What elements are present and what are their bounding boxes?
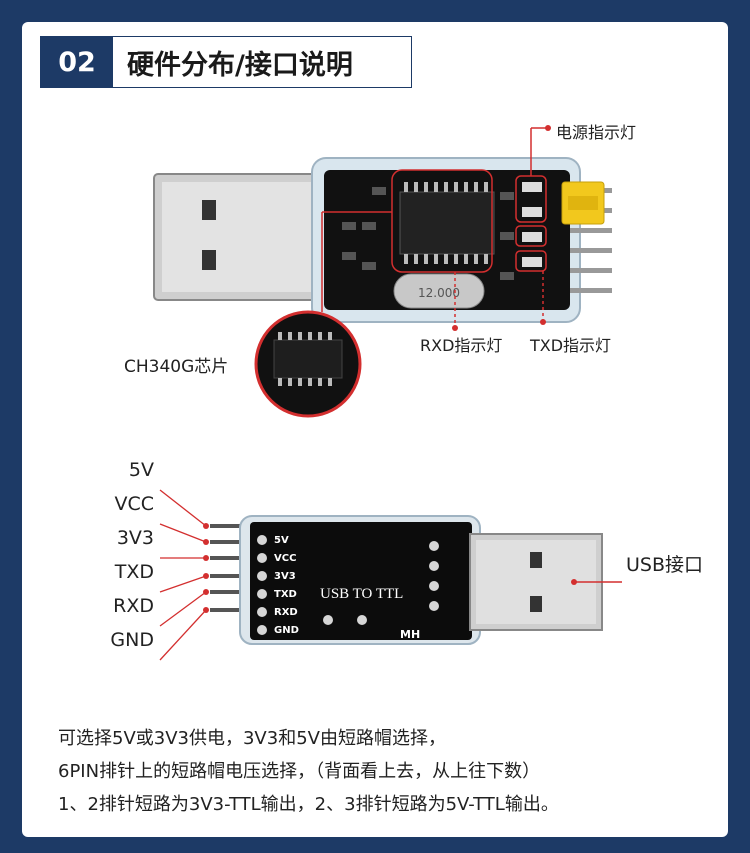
board-mark: MH [400, 628, 420, 641]
svg-text:TXD: TXD [274, 589, 297, 600]
description-line: 1、2排针短路为3V3-TTL输出，2、3排针短路为5V-TTL输出。 [58, 794, 559, 815]
pin-label-3v3: 3V3 [116, 527, 154, 549]
leds [522, 182, 542, 267]
silkscreen-pin-labels: 5V VCC 3V3 TXD RXD GND [274, 535, 299, 636]
rx-led-highlight [515, 225, 547, 247]
description-line: 可选择5V或3V3供电，3V3和5V由短路帽选择， [58, 728, 446, 749]
pin-label-5v: 5V [128, 459, 154, 481]
svg-text:RXD: RXD [274, 607, 298, 618]
chip-highlight [391, 169, 493, 273]
description: 可选择5V或3V3供电，3V3和5V由短路帽选择， 6PIN排针上的短路帽电压选… [58, 722, 718, 821]
pin-label-rxd: RXD [113, 595, 154, 617]
pin-pads [257, 535, 439, 635]
usb-plug-front [153, 173, 330, 301]
power-led-label: 电源指示灯 [556, 123, 637, 142]
rxd-led-label: RXD指示灯 [420, 336, 503, 355]
callout-lines [321, 127, 548, 328]
header-pins-back [210, 524, 244, 612]
svg-text:5V: 5V [274, 535, 289, 546]
crystal-oscillator: 12.000 [393, 273, 485, 309]
section-number: 02 [41, 37, 113, 87]
section-title: 硬件分布/接口说明 [127, 49, 353, 81]
tx-led-highlight [515, 250, 547, 272]
module-back-illustration: 5V VCC 3V3 TXD RXD GND USB TO TTL MH [159, 489, 622, 661]
module-front-illustration: 12.000 [153, 125, 612, 418]
chip-magnifier [254, 310, 362, 418]
svg-text:VCC: VCC [274, 553, 296, 564]
txd-led-label: TXD指示灯 [530, 336, 612, 355]
section-header: 02 硬件分布/接口说明 [40, 36, 412, 88]
smd-components [342, 187, 514, 280]
svg-text:GND: GND [274, 625, 299, 636]
usb-interface-label: USB接口 [626, 554, 704, 576]
usb-callout [571, 579, 622, 585]
svg-text:12.000: 12.000 [418, 286, 460, 300]
pin-label-gnd: GND [110, 629, 154, 651]
description-line: 6PIN排针上的短路帽电压选择，（背面看上去，从上往下数） [58, 761, 541, 782]
pin-callout-lines [159, 489, 207, 661]
svg-text:3V3: 3V3 [274, 571, 296, 582]
pin-label-vcc: VCC [114, 493, 154, 515]
chip-label: CH340G芯片 [124, 357, 229, 377]
board-title: USB TO TTL [320, 586, 403, 602]
ch340g-chip [399, 182, 495, 264]
content-card: 02 硬件分布/接口说明 12.000 [22, 22, 728, 837]
module-pcb-back [250, 522, 472, 640]
pin-label-txd: TXD [114, 561, 154, 583]
jumper-cap [561, 181, 605, 225]
